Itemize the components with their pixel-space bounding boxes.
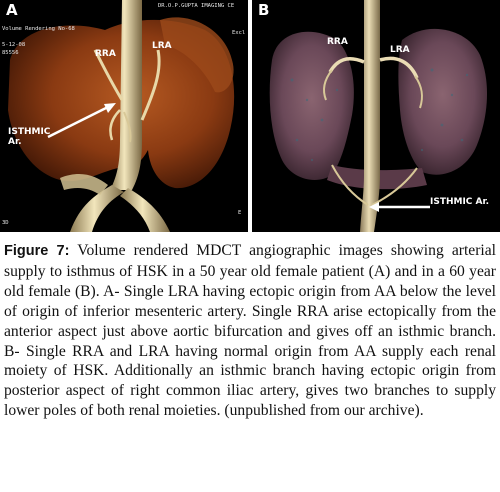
panel-a: A DR.O.P.GUPTA IMAGING CE Excl Volume Re… — [0, 0, 248, 232]
panel-a-side-text: Excl — [232, 30, 246, 36]
panel-a-header-text: DR.O.P.GUPTA IMAGING CE — [158, 3, 235, 9]
panel-a-letter: A — [6, 1, 18, 19]
panel-b-render — [252, 0, 500, 232]
panel-b-rra-label: RRA — [327, 37, 348, 47]
panel-a-rra-label: RRA — [95, 49, 116, 59]
panel-a-line-4: 85556 — [2, 50, 19, 56]
figure-image: A DR.O.P.GUPTA IMAGING CE Excl Volume Re… — [0, 0, 500, 232]
panel-a-line-1: Volume Rendering No-68 — [2, 26, 75, 32]
panel-a-line-3: 5-12-08 — [2, 42, 26, 48]
panel-b: B RRA LRA ISTHMIC Ar. — [252, 0, 500, 232]
panel-a-render — [0, 0, 248, 232]
figure-caption-text: Volume rendered MDCT angiographic images… — [4, 242, 496, 420]
panel-a-bottom-text: 3D — [2, 220, 9, 226]
figure-caption: Figure 7: Volume rendered MDCT angiograp… — [4, 241, 496, 421]
panel-a-side-text-2: E — [238, 210, 242, 216]
panel-b-isthmic-label: ISTHMIC Ar. — [430, 197, 490, 207]
panel-b-lra-label: LRA — [390, 45, 410, 55]
panel-a-lra-label: LRA — [152, 41, 172, 51]
figure-caption-label: Figure 7: — [4, 243, 70, 259]
panel-a-isthmic-label: ISTHMIC Ar. — [8, 127, 51, 147]
panel-b-letter: B — [258, 1, 270, 19]
